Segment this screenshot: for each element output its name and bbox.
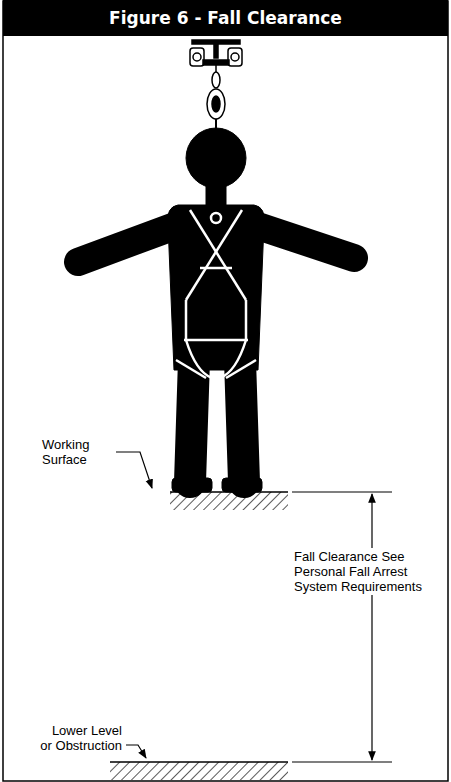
lower-level <box>110 762 288 780</box>
callout-label: Working Surface <box>40 436 114 468</box>
worker-figure <box>78 128 354 492</box>
panel-border <box>3 1 448 781</box>
callout-label: Lower Level or Obstruction <box>36 722 124 754</box>
leader-line <box>116 452 152 488</box>
leader-line <box>126 745 146 758</box>
dimension-label: Fall Clearance See Personal Fall Arrest … <box>292 548 424 595</box>
full-body-harness <box>176 210 256 378</box>
working-surface <box>170 492 288 510</box>
fall-clearance-dimension <box>292 492 392 762</box>
trolley-anchor <box>190 40 242 72</box>
title-bar: Figure 6 - Fall Clearance <box>3 0 448 36</box>
figure-title: Figure 6 - Fall Clearance <box>109 8 342 28</box>
